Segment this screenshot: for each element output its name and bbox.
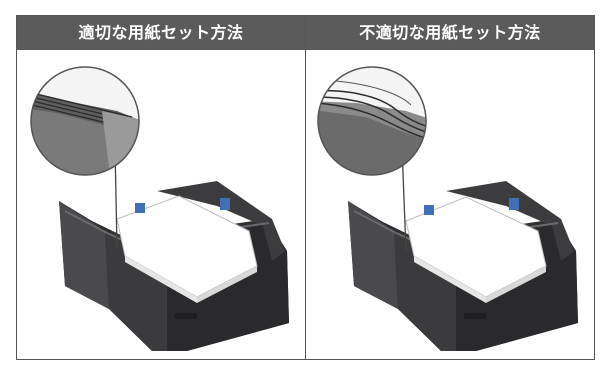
- paper-tray-incorrect-illustration: [317, 66, 578, 351]
- paper-stack-icon: [405, 196, 547, 303]
- paper-guide-icon: [424, 205, 434, 215]
- header-correct: 適切な用紙セット方法: [17, 16, 305, 50]
- column-divider: [305, 16, 306, 359]
- paper-guide-icon: [509, 198, 519, 210]
- paper-stack-icon: [116, 195, 258, 303]
- paper-tray-correct-illustration: [30, 66, 289, 351]
- paper-loading-comparison-figure: 適切な用紙セット方法 不適切な用紙セット方法: [16, 15, 595, 360]
- paper-guide-icon: [135, 203, 145, 213]
- panel-correct: [17, 51, 305, 359]
- header-incorrect: 不適切な用紙セット方法: [306, 16, 594, 50]
- paper-guide-icon: [220, 198, 230, 210]
- magnified-corner-correct-icon: [30, 66, 140, 176]
- panel-incorrect: [306, 51, 594, 359]
- magnified-corner-incorrect-icon: [317, 66, 427, 176]
